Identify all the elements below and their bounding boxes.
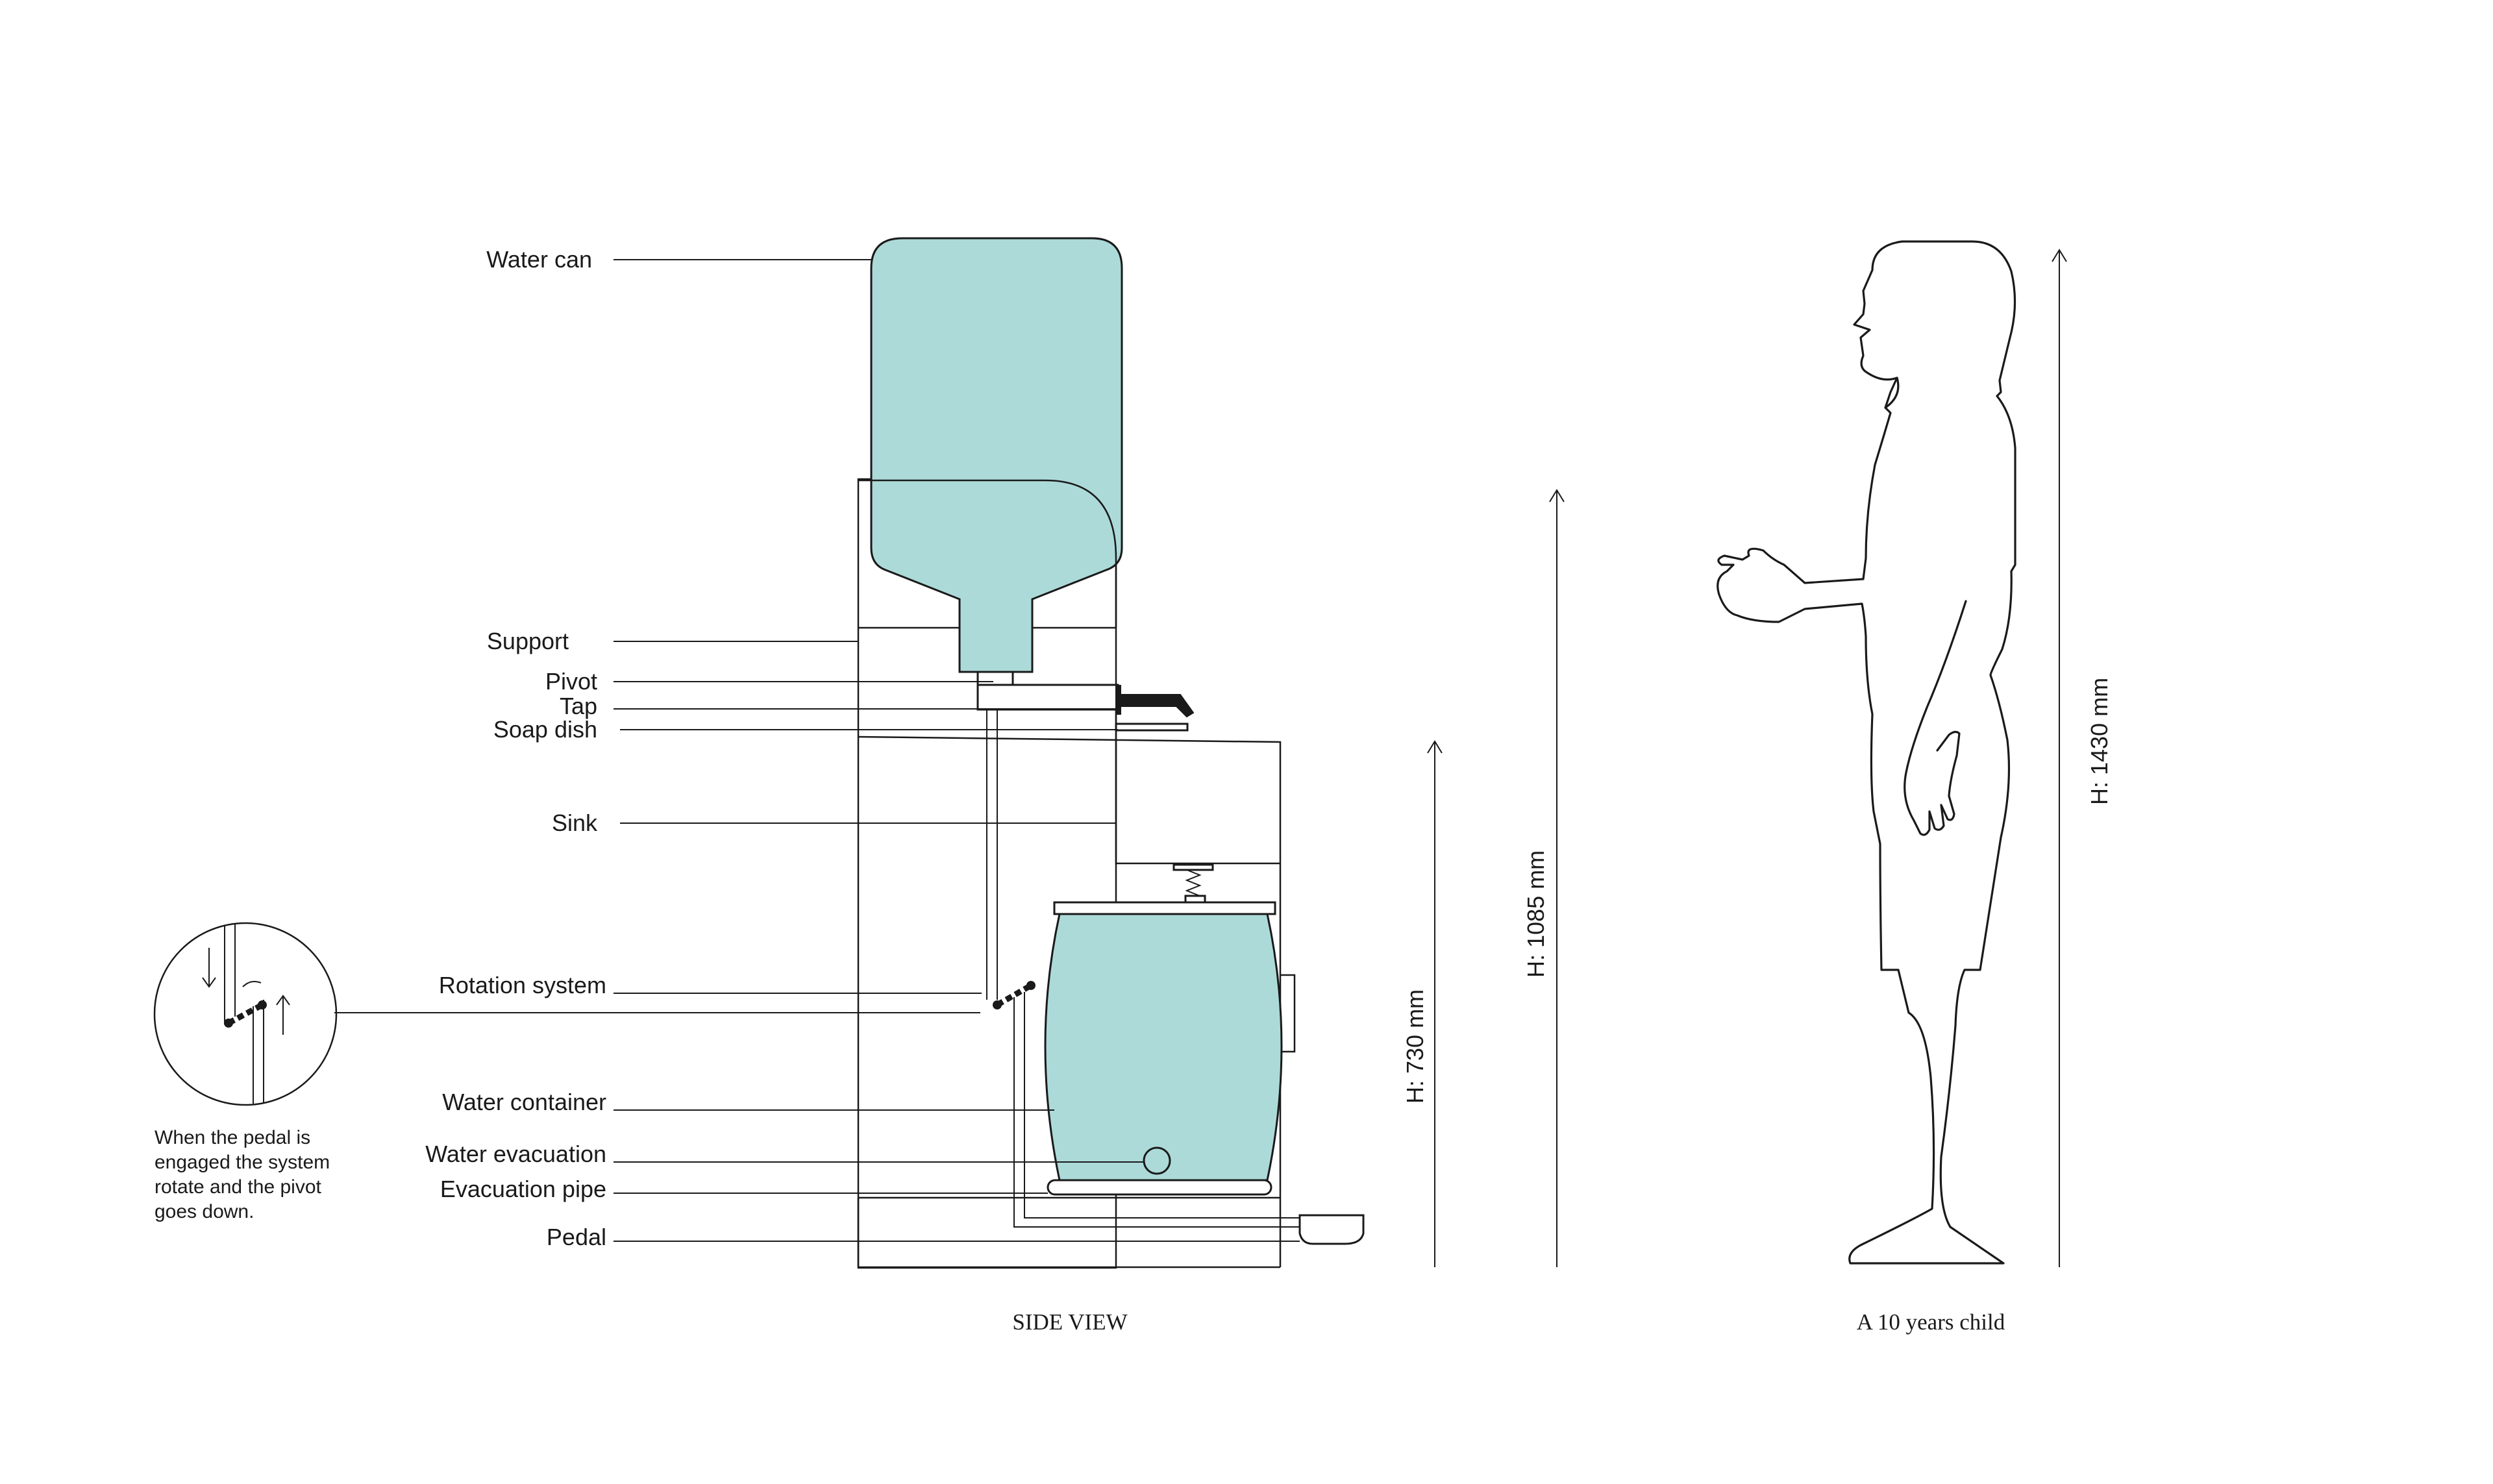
label-water-evacuation: Water evacuation <box>425 1141 606 1167</box>
water-evacuation-hole <box>1143 1146 1171 1175</box>
dim-730-arrowhead <box>1427 740 1443 754</box>
dim-1430-arrowhead <box>2052 249 2067 262</box>
caption-side-view: SIDE VIEW <box>1012 1309 1127 1335</box>
spring-top <box>1172 863 1214 871</box>
child-back-arm <box>1904 600 1967 836</box>
pedal <box>1298 1214 1365 1245</box>
rotation-joint-1 <box>993 1000 1002 1009</box>
pivot-block <box>976 671 1014 686</box>
station-side-view <box>857 237 1365 1269</box>
child-outline <box>1717 240 2016 1265</box>
support-top-curve <box>858 479 1117 628</box>
detail-joint-2 <box>258 1000 267 1009</box>
note-line-1: When the pedal is <box>155 1127 310 1148</box>
rotation-joint-2 <box>1026 981 1036 990</box>
cabinet-handle <box>1280 974 1296 1053</box>
label-pedal: Pedal <box>547 1224 606 1250</box>
rotation-arc-icon <box>242 981 262 987</box>
detail-joint-1 <box>224 1019 233 1028</box>
tap-block <box>976 684 1119 711</box>
note-line-2: engaged the system <box>155 1152 330 1173</box>
dimension-1085: H: 1085 mm <box>1522 489 1565 1267</box>
container-lid <box>1053 901 1276 915</box>
label-soap-dish: Soap dish <box>493 716 597 743</box>
label-water-can: Water can <box>486 246 592 273</box>
label-rotation-system: Rotation system <box>439 972 606 998</box>
rotation-detail <box>153 922 338 1106</box>
note-line-3: rotate and the pivot <box>155 1176 322 1198</box>
dimension-730: H: 730 mm <box>1402 740 1443 1267</box>
label-support: Support <box>487 628 569 654</box>
detail-link <box>227 1002 264 1026</box>
label-tap: Tap <box>560 693 597 719</box>
rotation-note: When the pedal is engaged the system rot… <box>155 1127 330 1222</box>
leader-lines <box>334 259 1300 1242</box>
label-pivot: Pivot <box>545 668 597 695</box>
dimension-1430: H: 1430 mm <box>2052 249 2113 1267</box>
label-water-container: Water container <box>442 1089 606 1115</box>
child-silhouette <box>1717 240 2016 1265</box>
label-evacuation-pipe: Evacuation pipe <box>440 1176 606 1202</box>
container-base <box>1047 1179 1272 1196</box>
dim-730-label: H: 730 mm <box>1402 989 1428 1104</box>
label-sink: Sink <box>552 810 598 836</box>
detail-circle <box>153 922 338 1106</box>
soap-dish <box>1115 723 1189 732</box>
caption-child: A 10 years child <box>1857 1309 2005 1335</box>
rotation-link <box>995 983 1033 1008</box>
water-can <box>870 237 1123 673</box>
up-arrow-icon <box>276 995 290 1035</box>
part-labels: Water can Support Pivot Tap Soap dish Si… <box>425 246 606 1250</box>
water-container <box>1044 913 1283 1181</box>
dim-1430-label: H: 1430 mm <box>2086 678 2113 805</box>
child-jaw-line <box>1884 377 1900 409</box>
dim-1085-arrowhead <box>1549 489 1565 502</box>
dim-1085-label: H: 1085 mm <box>1522 850 1549 978</box>
tap-spout <box>1115 685 1195 718</box>
down-arrow-icon <box>202 948 216 988</box>
pedal-rod <box>1013 992 1306 1228</box>
note-line-4: goes down. <box>155 1201 254 1222</box>
